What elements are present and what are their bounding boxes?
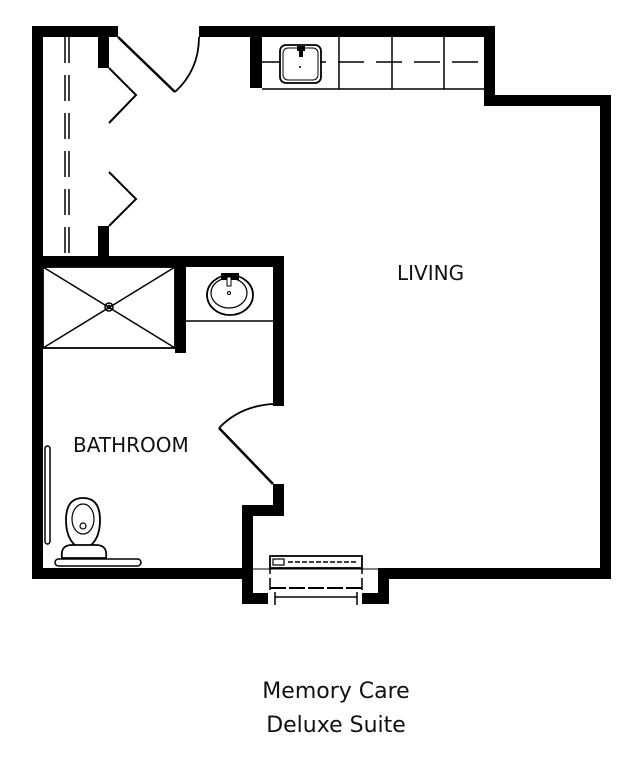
floor-plan — [32, 26, 611, 605]
room-label-bathroom: BATHROOM — [73, 433, 189, 457]
room-label-living: LIVING — [397, 261, 465, 285]
bathroom-door[interactable] — [218, 403, 274, 485]
shower — [42, 266, 176, 349]
toilet-icon — [60, 497, 108, 559]
kitchenette-counter — [262, 37, 484, 90]
caption-line-1: Memory Care — [262, 679, 410, 704]
grab-bar-floor — [54, 558, 142, 567]
kitchen-sink — [279, 44, 322, 84]
caption-line-2: Deluxe Suite — [266, 713, 406, 738]
closet-bifold-doors[interactable] — [108, 67, 138, 227]
grab-bar-wall — [44, 445, 51, 545]
walls — [32, 26, 611, 604]
vanity-sink — [186, 273, 273, 322]
closet-rod — [64, 37, 70, 256]
window-ac-unit — [253, 555, 378, 605]
shower-drain-icon — [104, 302, 114, 312]
entry-door[interactable] — [117, 36, 200, 93]
